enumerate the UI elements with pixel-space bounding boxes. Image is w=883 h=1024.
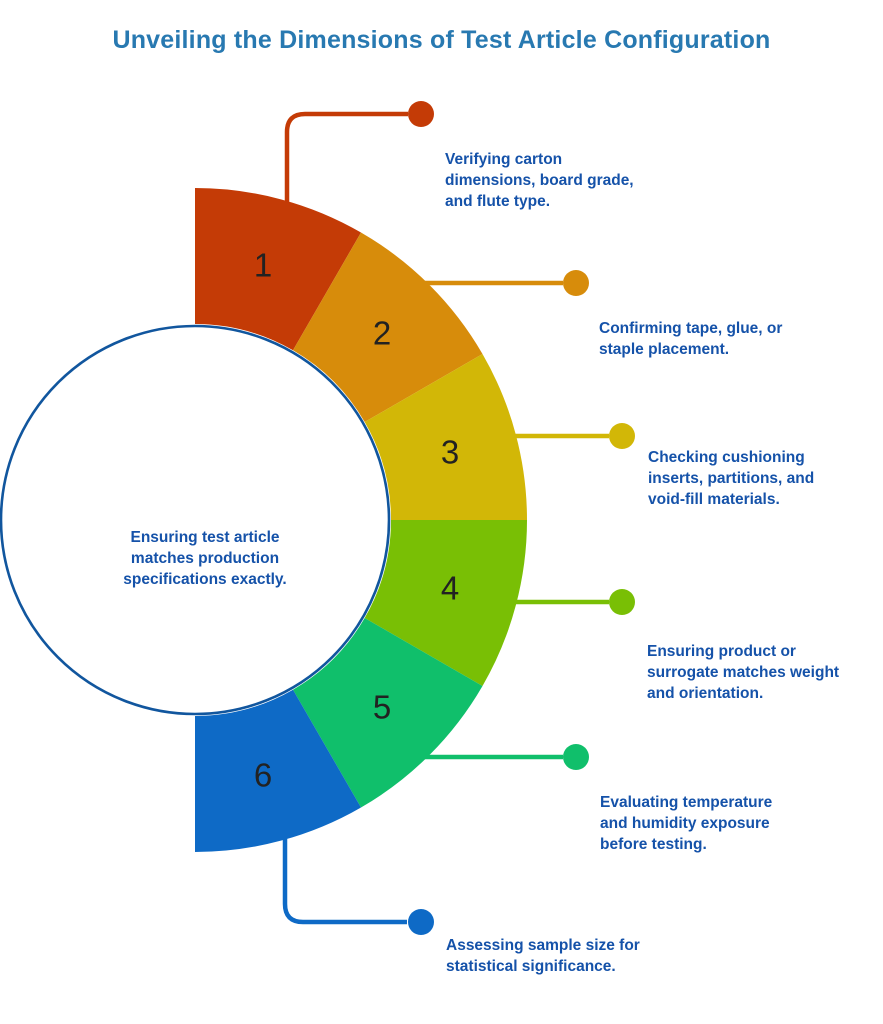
center-label-line: matches production [130, 550, 280, 567]
callout-line: Checking cushioning [648, 449, 805, 466]
callout-label-5: Evaluating temperature and humidity expo… [600, 792, 772, 855]
center-circle-outline [0, 324, 391, 716]
callout-connector-6 [282, 838, 434, 935]
connector-dot-1 [408, 101, 434, 127]
segment-6 [195, 689, 361, 852]
callout-connector-1 [284, 101, 434, 205]
callout-line: Assessing sample size for [446, 937, 640, 954]
connector-dot-6 [408, 909, 434, 935]
segment-2 [293, 232, 483, 422]
center-label-line: specifications exactly. [123, 571, 287, 588]
segment-3 [364, 354, 527, 520]
callout-line: dimensions, board grade, [445, 172, 634, 189]
callout-line: before testing. [600, 836, 707, 853]
callout-connector-5 [424, 744, 589, 770]
segment-4 [364, 520, 527, 686]
segment-number-4: 4 [441, 570, 459, 607]
segment-number-2: 2 [373, 315, 391, 352]
callout-label-6: Assessing sample size for statistical si… [446, 935, 640, 977]
connector-dot-4 [609, 589, 635, 615]
connector-dot-3 [609, 423, 635, 449]
callout-label-4: Ensuring product or surrogate matches we… [647, 641, 839, 704]
callout-line: and humidity exposure [600, 815, 770, 832]
callout-line: and orientation. [647, 685, 764, 702]
center-label-line: Ensuring test article [130, 529, 280, 546]
center-label: Ensuring test article matches production… [75, 527, 335, 590]
segment-number-1: 1 [254, 247, 272, 284]
callout-line: Evaluating temperature [600, 794, 773, 811]
callout-line: staple placement. [599, 341, 730, 358]
callout-label-2: Confirming tape, glue, or staple placeme… [599, 318, 782, 360]
connector-dot-5 [563, 744, 589, 770]
callout-line: and flute type. [445, 193, 551, 210]
segment-number-3: 3 [441, 434, 459, 471]
segment-5 [293, 618, 483, 808]
connector-dot-2 [563, 270, 589, 296]
callout-line: Confirming tape, glue, or [599, 320, 783, 337]
callout-connector-2 [424, 270, 589, 296]
segment-number-5: 5 [373, 689, 391, 726]
callout-line: void-fill materials. [648, 491, 780, 508]
callout-line: statistical significance. [446, 958, 616, 975]
callout-line: Ensuring product or [647, 643, 796, 660]
callout-line: Verifying carton [445, 151, 563, 168]
callout-line: inserts, partitions, and [648, 470, 815, 487]
connector-line-6 [282, 838, 407, 925]
connector-line-1 [284, 111, 408, 205]
callout-connector-4 [508, 589, 635, 615]
segment-1 [195, 188, 361, 351]
segment-number-6: 6 [254, 757, 272, 794]
page-title: Unveiling the Dimensions of Test Article… [112, 26, 771, 54]
callout-label-1: Verifying carton dimensions, board grade… [445, 149, 634, 212]
callout-connector-3 [508, 423, 635, 449]
callout-label-3: Checking cushioning inserts, partitions,… [648, 447, 814, 510]
callout-line: surrogate matches weight [647, 664, 840, 681]
